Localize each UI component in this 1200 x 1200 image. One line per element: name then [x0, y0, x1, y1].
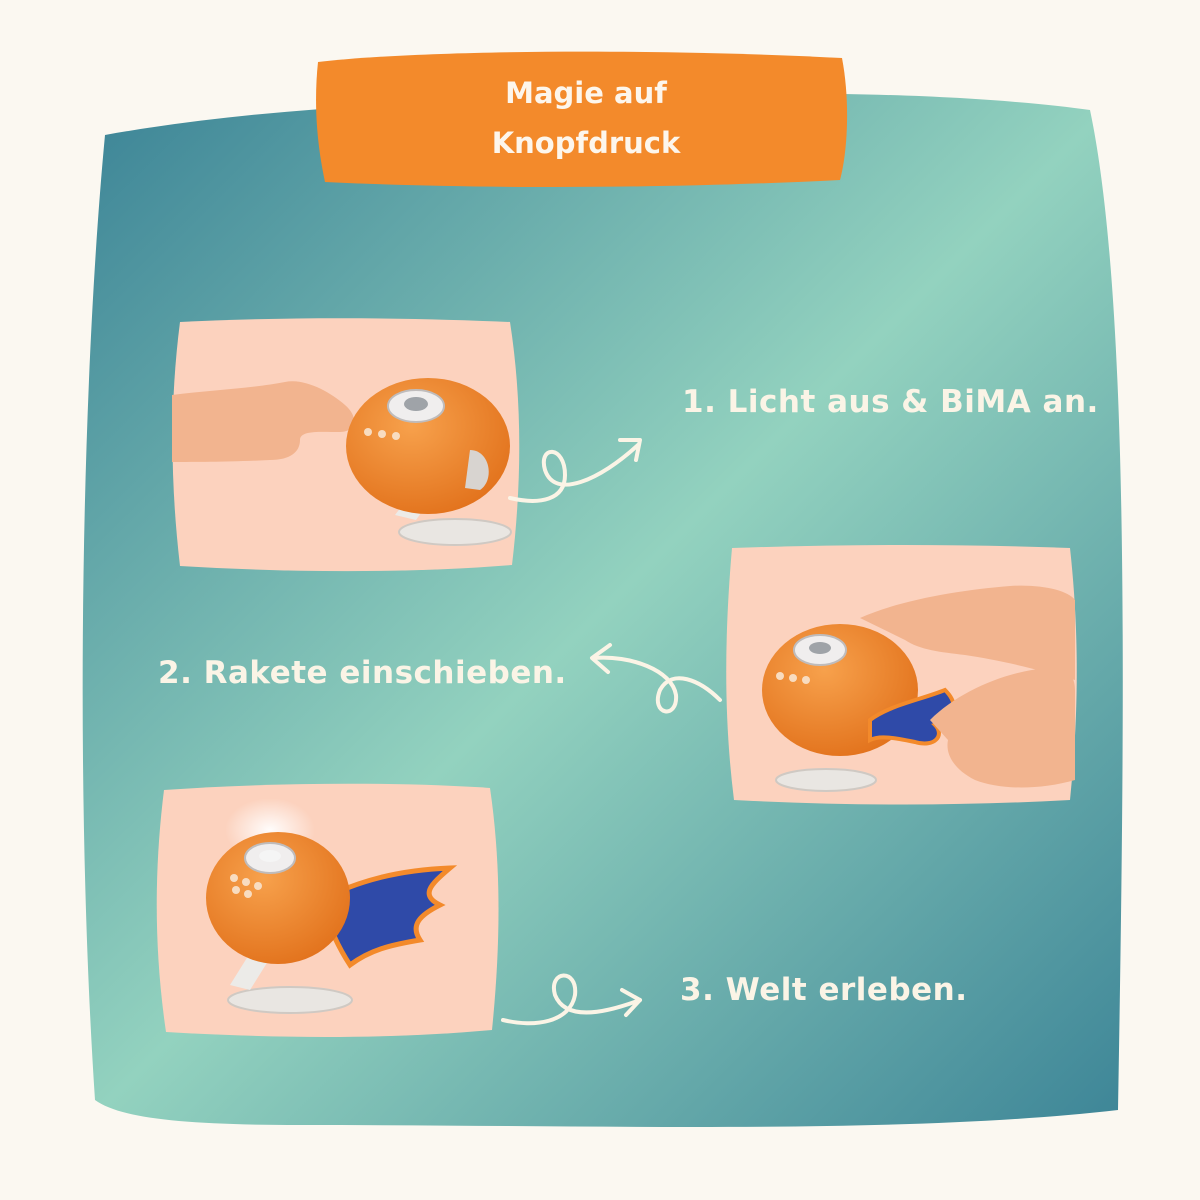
- title-line-2: Knopfdruck: [491, 126, 681, 160]
- step-1-image: [172, 318, 520, 572]
- step-2-image: [726, 545, 1077, 805]
- title-banner: [316, 51, 848, 188]
- title-banner-text: Magie auf Knopfdruck: [330, 68, 842, 168]
- curly-arrow-1-icon: [508, 438, 642, 503]
- step-2-label: 2. Rakete einschieben.: [158, 655, 567, 691]
- pointing-hand: [172, 381, 355, 462]
- step-3-image: [156, 783, 499, 1037]
- step-1-label: 1. Licht aus & BiMA an.: [682, 384, 1099, 420]
- title-line-1: Magie auf: [505, 76, 667, 110]
- lower-hand: [930, 668, 1075, 788]
- upper-hand: [860, 585, 1075, 680]
- step-3-label: 3. Welt erleben.: [680, 972, 968, 1008]
- curly-arrow-2-icon: [590, 643, 722, 714]
- rocket-disc: [316, 865, 458, 969]
- curly-arrow-3-icon: [501, 973, 642, 1026]
